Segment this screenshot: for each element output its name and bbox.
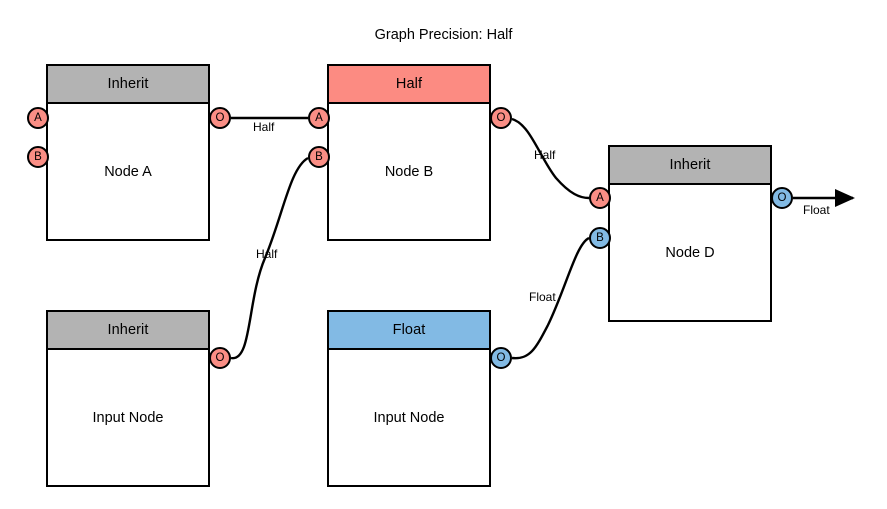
edge-inl-out-o-to-b-in-b[interactable] — [230, 156, 309, 360]
port-b-out-o[interactable]: O — [490, 107, 512, 129]
node-label-node-a: Node A — [104, 163, 152, 180]
node-label-input-node-mid: Input Node — [373, 409, 445, 426]
node-header-node-b[interactable]: Half — [329, 66, 489, 104]
edge-b-out-o-to-d-in-a[interactable] — [511, 117, 590, 200]
page-title: Graph Precision: Half — [374, 27, 513, 43]
port-a-in-b[interactable]: B — [27, 146, 49, 168]
node-header-input-node-mid[interactable]: Float — [329, 312, 489, 350]
node-header-node-d[interactable]: Inherit — [610, 147, 770, 185]
node-header-input-node-left[interactable]: Inherit — [48, 312, 208, 350]
edge-label-edge-inl-to-b: Half — [256, 247, 278, 261]
port-d-in-a[interactable]: A — [589, 187, 611, 209]
node-label-node-d: Node D — [665, 244, 715, 261]
edge-label-edge-a-to-b: Half — [253, 120, 275, 134]
port-b-in-a[interactable]: A — [308, 107, 330, 129]
arrow-head-icon — [835, 189, 855, 207]
port-b-in-b[interactable]: B — [308, 146, 330, 168]
graph-output-label: Float — [803, 203, 830, 217]
node-label-input-node-left: Input Node — [92, 409, 164, 426]
port-d-out-o[interactable]: O — [771, 187, 793, 209]
port-inm-out-o[interactable]: O — [490, 347, 512, 369]
port-d-in-b[interactable]: B — [589, 227, 611, 249]
edge-label-edge-b-to-d: Half — [534, 148, 556, 162]
node-label-node-b: Node B — [384, 163, 434, 180]
port-a-in-a[interactable]: A — [27, 107, 49, 129]
port-a-out-o[interactable]: O — [209, 107, 231, 129]
edge-inm-out-o-to-d-in-b[interactable] — [511, 236, 590, 360]
edge-label-edge-inm-to-d: Float — [529, 290, 556, 304]
node-header-node-a[interactable]: Inherit — [48, 66, 208, 104]
port-inl-out-o[interactable]: O — [209, 347, 231, 369]
